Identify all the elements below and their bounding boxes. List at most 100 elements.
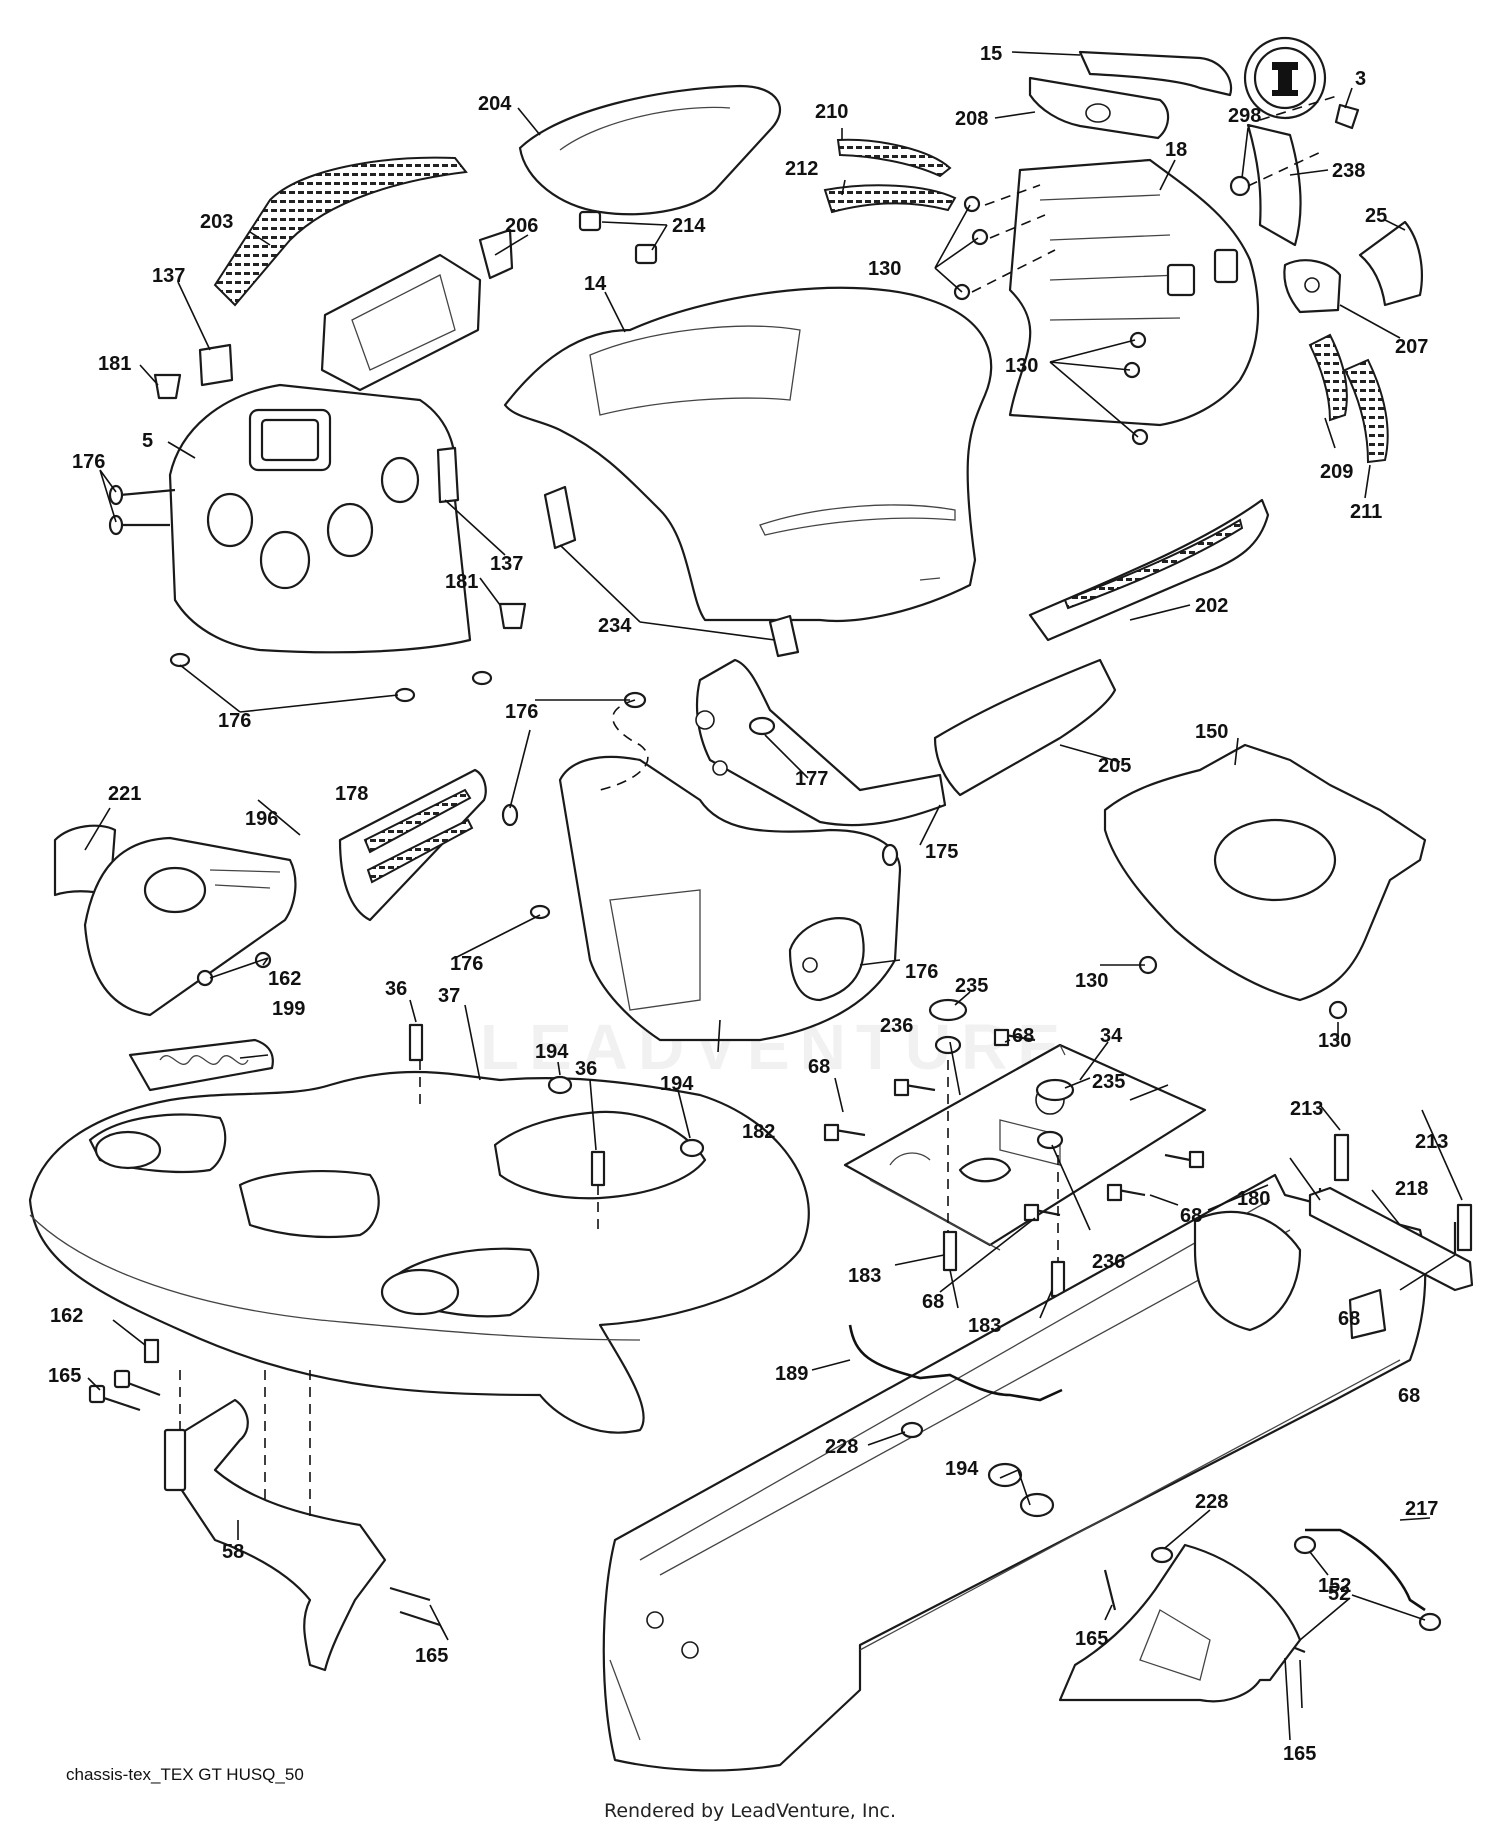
callout-162-bottom: 162	[50, 1305, 83, 1327]
callout-152: 152	[1318, 1575, 1351, 1597]
part-205-cover	[933, 658, 1117, 797]
part-58-bracket	[163, 1398, 387, 1672]
part-199-bracket	[128, 1038, 274, 1092]
part-3-emblem	[1334, 103, 1360, 130]
callout-176-left: 176	[72, 451, 105, 473]
callout-189-a: 165	[48, 1365, 81, 1387]
part-162-bolt-lower	[143, 1338, 160, 1364]
part-130-screw-b	[1328, 1000, 1348, 1020]
callout-181-top: 181	[98, 353, 131, 375]
callout-68-b: 68	[808, 1056, 830, 1078]
part-183-bolt-a	[942, 1230, 958, 1272]
part-209-grille	[1308, 333, 1348, 422]
callout-234: 234	[598, 615, 632, 637]
callout-235-b: 235	[1092, 1071, 1125, 1093]
part-181-plug-a	[153, 373, 182, 400]
callout-3: 3	[1355, 68, 1366, 90]
callout-181-mid: 181	[445, 571, 478, 593]
part-137-pin-a	[198, 343, 234, 387]
callouts: 15 3 204 210 208 298 238 18 212 214 203 …	[48, 43, 1448, 1765]
callout-176-center: 176	[505, 701, 538, 723]
callout-68-f: 68	[1398, 1385, 1420, 1407]
callout-217: 217	[1405, 1498, 1438, 1520]
callout-213-b: 213	[1415, 1131, 1448, 1153]
part-235-spacer-a	[928, 998, 968, 1022]
callout-182: 182	[742, 1121, 775, 1143]
callout-18: 18	[1165, 139, 1187, 161]
part-194-nut-d	[1019, 1492, 1055, 1518]
callout-175: 175	[925, 841, 958, 863]
part-52-bushing-b	[1418, 1612, 1442, 1632]
callout-199: 199	[272, 998, 305, 1020]
leader-lines	[84, 51, 1463, 1741]
callout-236-b: 236	[1092, 1251, 1125, 1273]
callout-205: 205	[1098, 755, 1131, 777]
assembly-lines	[179, 94, 1341, 1520]
callout-196: 196	[245, 808, 278, 830]
callout-189-d: 165	[1283, 1743, 1316, 1765]
part-25-trim	[1358, 220, 1423, 307]
part-210-grille	[836, 138, 952, 178]
callout-194-c: 194	[945, 1458, 979, 1480]
part-34-engine-plate	[843, 1043, 1207, 1251]
part-36-bolt-a	[408, 1023, 424, 1062]
part-189-bolts	[88, 1369, 1306, 1654]
callout-25: 25	[1365, 205, 1387, 227]
callout-34: 34	[1100, 1025, 1123, 1047]
part-298-washer	[1229, 175, 1251, 197]
callout-37: 37	[438, 985, 460, 1007]
callout-150: 150	[1195, 721, 1228, 743]
callout-210: 210	[815, 101, 848, 123]
part-228-bushing-a	[900, 1421, 924, 1439]
part-137-pin-b	[436, 446, 460, 504]
part-181-plug-b	[498, 602, 527, 630]
part-36-bolt-b	[590, 1150, 606, 1187]
callout-130-top: 130	[868, 258, 901, 280]
callout-236-a: 236	[880, 1015, 913, 1037]
callout-178: 178	[335, 783, 368, 805]
part-218-bracket	[1308, 1186, 1474, 1292]
callout-208: 208	[955, 108, 988, 130]
callout-14: 14	[584, 273, 607, 295]
callout-36-a: 36	[385, 978, 407, 1000]
part-14-hood	[503, 286, 993, 623]
callout-189-c: 165	[1075, 1628, 1108, 1650]
part-162-screw-b	[196, 969, 214, 987]
callout-228-a: 228	[825, 1436, 858, 1458]
callout-162-top: 162	[268, 968, 301, 990]
callout-15: 15	[980, 43, 1002, 65]
credit-line: Rendered by LeadVenture, Inc.	[603, 1800, 897, 1822]
callout-68-e: 68	[1338, 1308, 1360, 1330]
callout-212: 212	[785, 158, 818, 180]
callout-130-lowleft: 130	[1075, 970, 1108, 992]
callout-228-b: 228	[1195, 1491, 1228, 1513]
callout-177: 177	[795, 768, 828, 790]
callout-235-a: 235	[955, 975, 988, 997]
part-182-dash-support	[558, 755, 902, 1042]
callout-68-a: 68	[1012, 1025, 1034, 1047]
callout-58: 58	[222, 1541, 244, 1563]
part-213-bolt-a	[1333, 1133, 1350, 1182]
callout-183-b: 183	[968, 1315, 1001, 1337]
part-152-deflector	[1058, 1543, 1302, 1703]
part-217-rod	[1305, 1528, 1426, 1612]
part-235-spacer-b	[1035, 1078, 1075, 1102]
callout-206: 206	[505, 215, 538, 237]
part-206-bracket	[320, 228, 514, 392]
part-175-bracket	[695, 658, 947, 827]
callout-214: 214	[672, 215, 706, 237]
callout-180: 180	[1237, 1188, 1270, 1210]
diagram-caption: chassis-tex_TEX GT HUSQ_50	[66, 1765, 304, 1784]
callout-68-d: 68	[922, 1291, 944, 1313]
callout-202: 202	[1195, 595, 1228, 617]
callout-52: 52	[1328, 1583, 1350, 1605]
callout-204: 204	[478, 93, 512, 115]
callout-130-lowright: 130	[1318, 1030, 1351, 1052]
callout-176-right: 176	[905, 961, 938, 983]
callout-137-mid: 137	[490, 553, 523, 575]
callout-203: 203	[200, 211, 233, 233]
part-177-grommet	[748, 716, 776, 736]
part-37-fender	[28, 1070, 810, 1434]
part-234-label-a	[543, 485, 577, 550]
callout-209: 209	[1320, 461, 1353, 483]
